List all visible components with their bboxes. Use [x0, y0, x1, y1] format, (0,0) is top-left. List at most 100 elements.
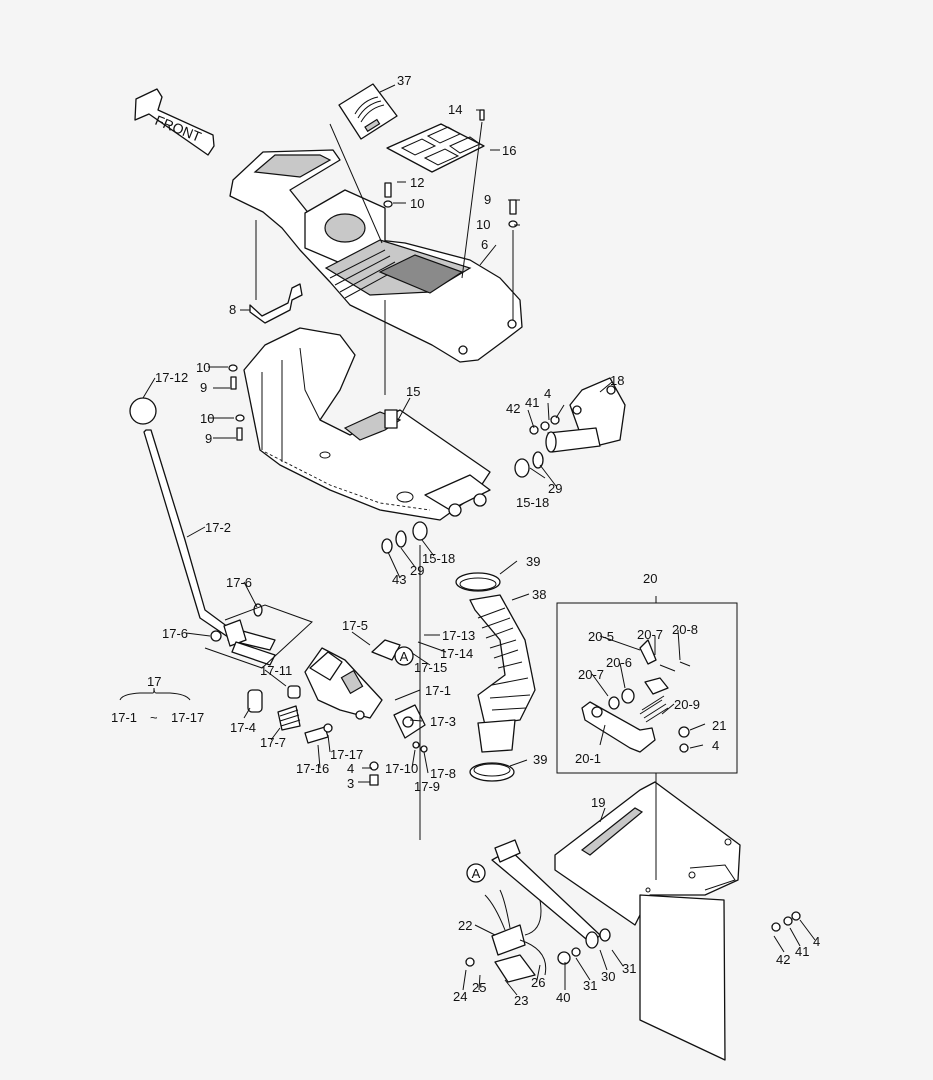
front-arrow: FRONT: [134, 88, 215, 156]
label-26: 26: [531, 975, 545, 990]
label-20-5: 20-5: [588, 629, 614, 644]
part-labels: 37 14 16 12 10 9 10 6 8 10 9 10 9 15 17-…: [155, 73, 820, 1008]
label-24: 24: [453, 989, 467, 1004]
label-41: 41: [525, 395, 539, 410]
label-17-11: 17-11: [260, 663, 292, 678]
shift-lever-17-2: [129, 397, 313, 669]
label-20-7: 20-7: [637, 627, 663, 642]
callout-a-lower: A: [466, 863, 486, 883]
label-10: 10: [476, 217, 490, 232]
label-20-1: 20-1: [575, 751, 601, 766]
label-14: 14: [448, 102, 462, 117]
switch-22: [465, 889, 581, 983]
label-17-13: 17-13: [442, 628, 475, 643]
label-20-9: 20-9: [674, 697, 700, 712]
switch-plate-17-1: [247, 639, 428, 786]
clamp-39-top: [455, 572, 501, 592]
callout-a-upper: A: [394, 646, 414, 666]
bracket-18: [529, 377, 626, 453]
label-4: 4: [813, 934, 820, 949]
label-42: 42: [776, 952, 790, 967]
bushings: [381, 451, 544, 554]
label-10: 10: [410, 196, 424, 211]
label-9: 9: [200, 380, 207, 395]
label-15-18: 15-18: [422, 551, 455, 566]
label-4: 4: [544, 386, 551, 401]
label-17-6: 17-6: [226, 575, 252, 590]
label-37: 37: [397, 73, 411, 88]
label-30: 30: [601, 969, 615, 984]
bracket-8: [249, 283, 303, 324]
cover-plate-16: [386, 123, 485, 173]
label-16: 16: [502, 143, 516, 158]
label-10: 10: [200, 411, 214, 426]
label-17-10: 17-10: [385, 761, 418, 776]
gas-spring: [491, 839, 611, 949]
label-43: 43: [392, 572, 406, 587]
label-20-6: 20-6: [606, 655, 632, 670]
panel-19: [554, 781, 741, 1061]
label-4: 4: [712, 738, 719, 753]
group-17-tilde: ~: [150, 710, 158, 725]
label-10: 10: [196, 360, 210, 375]
front-label: FRONT: [153, 112, 204, 145]
label-29: 29: [410, 563, 424, 578]
label-15: 15: [406, 384, 420, 399]
callout-a-lower-label: A: [472, 866, 481, 881]
label-39: 39: [533, 752, 547, 767]
console-cover-6: [229, 149, 523, 363]
group-20-box: [556, 602, 738, 774]
label-17-6: 17-6: [162, 626, 188, 641]
label-17-12: 17-12: [155, 370, 188, 385]
label-17-3: 17-3: [430, 714, 456, 729]
label-17-5: 17-5: [342, 618, 368, 633]
label-39: 39: [526, 554, 540, 569]
label-18: 18: [610, 373, 624, 388]
label-17-1: 17-1: [425, 683, 451, 698]
label-9: 9: [484, 192, 491, 207]
label-17-8: 17-8: [430, 766, 456, 781]
label-17-15: 17-15: [414, 660, 447, 675]
label-31: 31: [622, 961, 636, 976]
label-19: 19: [591, 795, 605, 810]
fasteners-top: [228, 109, 801, 932]
decal-37: [338, 83, 398, 140]
label-17-14: 17-14: [440, 646, 473, 661]
label-4: 4: [347, 761, 354, 776]
group-17-to: 17-17: [171, 710, 204, 725]
clamp-39-bottom: [469, 762, 515, 782]
console-base: [243, 327, 491, 521]
label-17-2: 17-2: [205, 520, 231, 535]
callout-a-upper-label: A: [400, 649, 409, 664]
label-22: 22: [458, 918, 472, 933]
label-17-7: 17-7: [260, 735, 286, 750]
label-6: 6: [481, 237, 488, 252]
label-20-7: 20-7: [578, 667, 604, 682]
label-3: 3: [347, 776, 354, 791]
label-8: 8: [229, 302, 236, 317]
group-17-range: 17 17-1 ~ 17-17: [111, 674, 204, 725]
leader-lines: [119, 84, 816, 996]
label-29: 29: [548, 481, 562, 496]
hose-38: [469, 594, 536, 753]
label-38: 38: [532, 587, 546, 602]
label-40: 40: [556, 990, 570, 1005]
label-21: 21: [712, 718, 726, 733]
group-17-from: 17-1: [111, 710, 137, 725]
label-31: 31: [583, 978, 597, 993]
group-17-number: 17: [147, 674, 161, 689]
label-17-4: 17-4: [230, 720, 256, 735]
label-20-8: 20-8: [672, 622, 698, 637]
label-25: 25: [472, 980, 486, 995]
label-17-9: 17-9: [414, 779, 440, 794]
label-9: 9: [205, 431, 212, 446]
label-20: 20: [643, 571, 657, 586]
label-17-16: 17-16: [296, 761, 329, 776]
label-23: 23: [514, 993, 528, 1008]
label-41: 41: [795, 944, 809, 959]
label-17-17: 17-17: [330, 747, 363, 762]
label-42: 42: [506, 401, 520, 416]
label-15-18: 15-18: [516, 495, 549, 510]
label-12: 12: [410, 175, 424, 190]
